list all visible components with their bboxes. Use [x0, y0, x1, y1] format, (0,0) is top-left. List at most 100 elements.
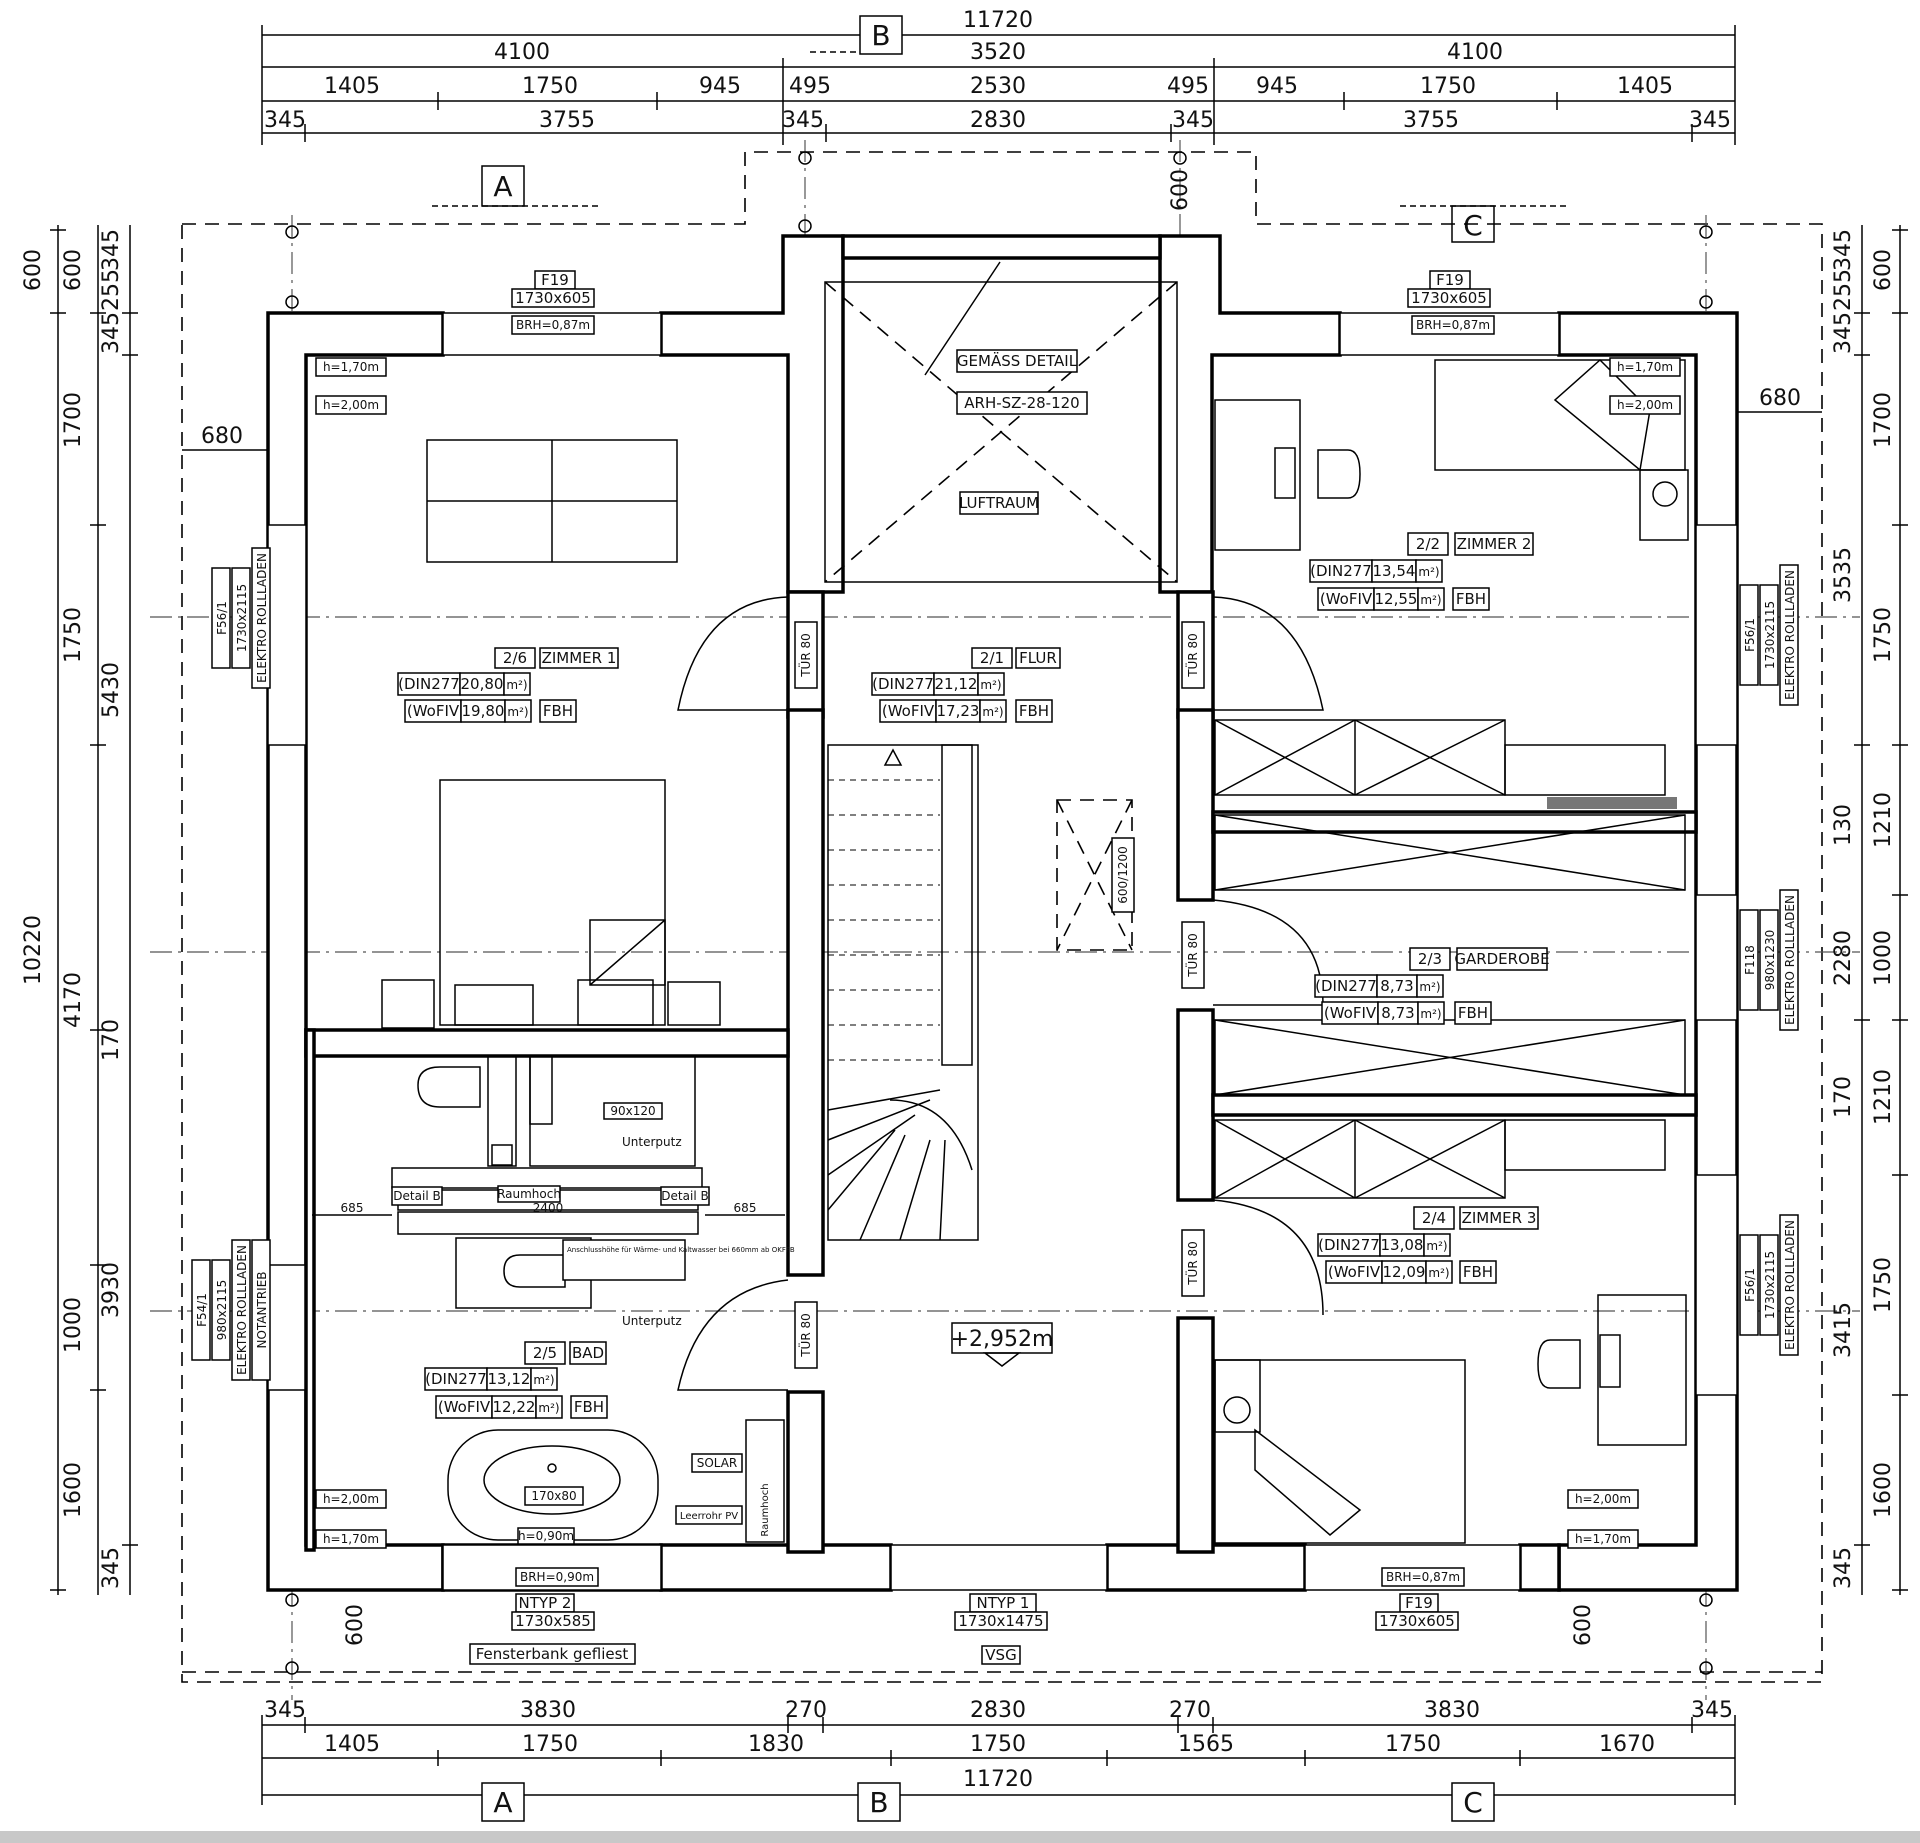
svg-text:1565: 1565 [1178, 1732, 1234, 1757]
svg-text:Detail B: Detail B [393, 1189, 440, 1203]
svg-text:680: 680 [201, 424, 243, 449]
room-zimmer-1: 2/6 ZIMMER 1 (DIN277 20,80 m²) (WoFIV 19… [397, 647, 619, 723]
svg-text:BRH=0,87m: BRH=0,87m [516, 318, 590, 332]
svg-text:m²): m²) [1420, 593, 1441, 607]
svg-text:3830: 3830 [520, 1698, 576, 1723]
svg-text:1405: 1405 [324, 1732, 380, 1757]
svg-text:255: 255 [1831, 269, 1856, 311]
svg-text:680: 680 [1759, 386, 1801, 411]
svg-text:FBH: FBH [543, 702, 573, 720]
svg-text:1000: 1000 [61, 1297, 86, 1353]
window-labels: F19 1730x605 BRH=0,87m F19 1730x605 BRH=… [191, 270, 1799, 1665]
svg-text:255: 255 [99, 269, 124, 311]
svg-text:+2,952m: +2,952m [951, 1327, 1054, 1352]
svg-text:ELEKTRO ROLLLADEN: ELEKTRO ROLLLADEN [235, 1245, 249, 1375]
svg-text:h=2,00m: h=2,00m [323, 1492, 379, 1506]
furniture: 90x120 Unterputz Detail B Detail B Raumh… [312, 358, 1689, 1545]
svg-text:345: 345 [1831, 312, 1856, 354]
svg-text:12,22: 12,22 [493, 1398, 536, 1416]
grid-axes [150, 140, 1860, 1700]
svg-text:h=2,00m: h=2,00m [1575, 1492, 1631, 1506]
svg-text:1730x1475: 1730x1475 [958, 1612, 1043, 1630]
svg-text:BRH=0,87m: BRH=0,87m [1386, 1570, 1460, 1584]
dim-label: 4100 [1447, 40, 1503, 65]
svg-text:FBH: FBH [1456, 590, 1486, 608]
svg-text:2280: 2280 [1831, 930, 1856, 986]
level-marker: +2,952m [951, 1322, 1054, 1367]
svg-text:5430: 5430 [99, 662, 124, 718]
room-zimmer-2: 2/2 ZIMMER 2 (DIN277 13,54 m²) (WoFIV 12… [1309, 532, 1534, 611]
svg-text:1730x2115: 1730x2115 [1763, 601, 1777, 669]
svg-text:1670: 1670 [1599, 1732, 1655, 1757]
svg-text:170: 170 [99, 1019, 124, 1061]
svg-text:A: A [493, 1786, 512, 1819]
dim-label: 495 [1167, 74, 1209, 99]
svg-text:VSG: VSG [985, 1646, 1016, 1664]
svg-text:FBH: FBH [1463, 1263, 1493, 1281]
svg-text:1750: 1750 [1871, 1257, 1896, 1313]
svg-text:GEMÄSS DETAIL: GEMÄSS DETAIL [957, 351, 1078, 370]
svg-text:NTYP 1: NTYP 1 [977, 1594, 1030, 1612]
svg-text:600: 600 [61, 249, 86, 291]
svg-text:h=2,00m: h=2,00m [323, 398, 379, 412]
svg-text:FBH: FBH [1458, 1004, 1488, 1022]
svg-text:1730x2115: 1730x2115 [1763, 1251, 1777, 1319]
svg-text:600: 600 [1871, 249, 1896, 291]
svg-text:1730x605: 1730x605 [1411, 289, 1487, 307]
svg-text:(WoFIV: (WoFIV [882, 702, 935, 720]
dim-label: 945 [1256, 74, 1298, 99]
svg-text:FBH: FBH [1019, 702, 1049, 720]
svg-text:8,73: 8,73 [1381, 1004, 1414, 1022]
svg-text:C: C [1463, 209, 1483, 242]
svg-text:345: 345 [99, 1547, 124, 1589]
svg-text:FLUR: FLUR [1019, 649, 1057, 667]
svg-text:17,23: 17,23 [937, 702, 980, 720]
svg-text:3415: 3415 [1831, 1302, 1856, 1358]
svg-text:1750: 1750 [522, 1732, 578, 1757]
svg-text:345: 345 [99, 229, 124, 271]
svg-text:11720: 11720 [963, 1767, 1033, 1792]
svg-text:(DIN277: (DIN277 [1310, 562, 1372, 580]
svg-text:1210: 1210 [1871, 792, 1896, 848]
svg-text:h=0,90m: h=0,90m [518, 1529, 574, 1543]
dim-label: 495 [789, 74, 831, 99]
svg-text:(DIN277: (DIN277 [398, 675, 460, 693]
sill-note: Fensterbank gefliest [476, 1645, 629, 1663]
svg-text:m²): m²) [982, 705, 1003, 719]
svg-text:345: 345 [99, 312, 124, 354]
dim-label: 3755 [539, 108, 595, 133]
section-marker-a-bottom: A [481, 1782, 525, 1822]
stair-code-label: ARH-SZ-28-120 [964, 394, 1079, 412]
svg-text:1830: 1830 [748, 1732, 804, 1757]
svg-text:130: 130 [1831, 804, 1856, 846]
dim-label: 1405 [1617, 74, 1673, 99]
svg-text:B: B [871, 19, 890, 52]
svg-text:(WoFIV: (WoFIV [407, 702, 460, 720]
dim-label: 1405 [324, 74, 380, 99]
svg-text:3830: 3830 [1424, 1698, 1480, 1723]
svg-text:8,73: 8,73 [1380, 977, 1413, 995]
svg-text:13,54: 13,54 [1373, 562, 1416, 580]
svg-text:F19: F19 [1405, 1594, 1433, 1612]
svg-text:345: 345 [264, 1698, 306, 1723]
svg-text:345: 345 [1691, 1698, 1733, 1723]
svg-text:1750: 1750 [970, 1732, 1026, 1757]
svg-text:(DIN277: (DIN277 [425, 1370, 487, 1388]
svg-text:980x1230: 980x1230 [1763, 930, 1777, 991]
svg-text:h=1,70m: h=1,70m [1617, 360, 1673, 374]
dim-label: 1750 [522, 74, 578, 99]
svg-text:1730x605: 1730x605 [515, 289, 591, 307]
svg-text:Detail B: Detail B [661, 1189, 708, 1203]
svg-text:m²): m²) [1420, 1007, 1441, 1021]
section-marker-b-bottom: B [857, 1782, 901, 1822]
svg-text:F56/1: F56/1 [1743, 618, 1757, 652]
svg-text:m²): m²) [1419, 980, 1440, 994]
svg-text:13,08: 13,08 [1381, 1236, 1424, 1254]
svg-text:600: 600 [1168, 169, 1193, 211]
svg-text:BAD: BAD [572, 1344, 604, 1362]
solar-label: SOLAR [697, 1456, 738, 1470]
svg-text:GARDEROBE: GARDEROBE [1454, 950, 1549, 968]
svg-text:h=1,70m: h=1,70m [1575, 1532, 1631, 1546]
svg-text:h=1,70m: h=1,70m [323, 360, 379, 374]
door-label: TÜR 80 [1184, 633, 1200, 678]
